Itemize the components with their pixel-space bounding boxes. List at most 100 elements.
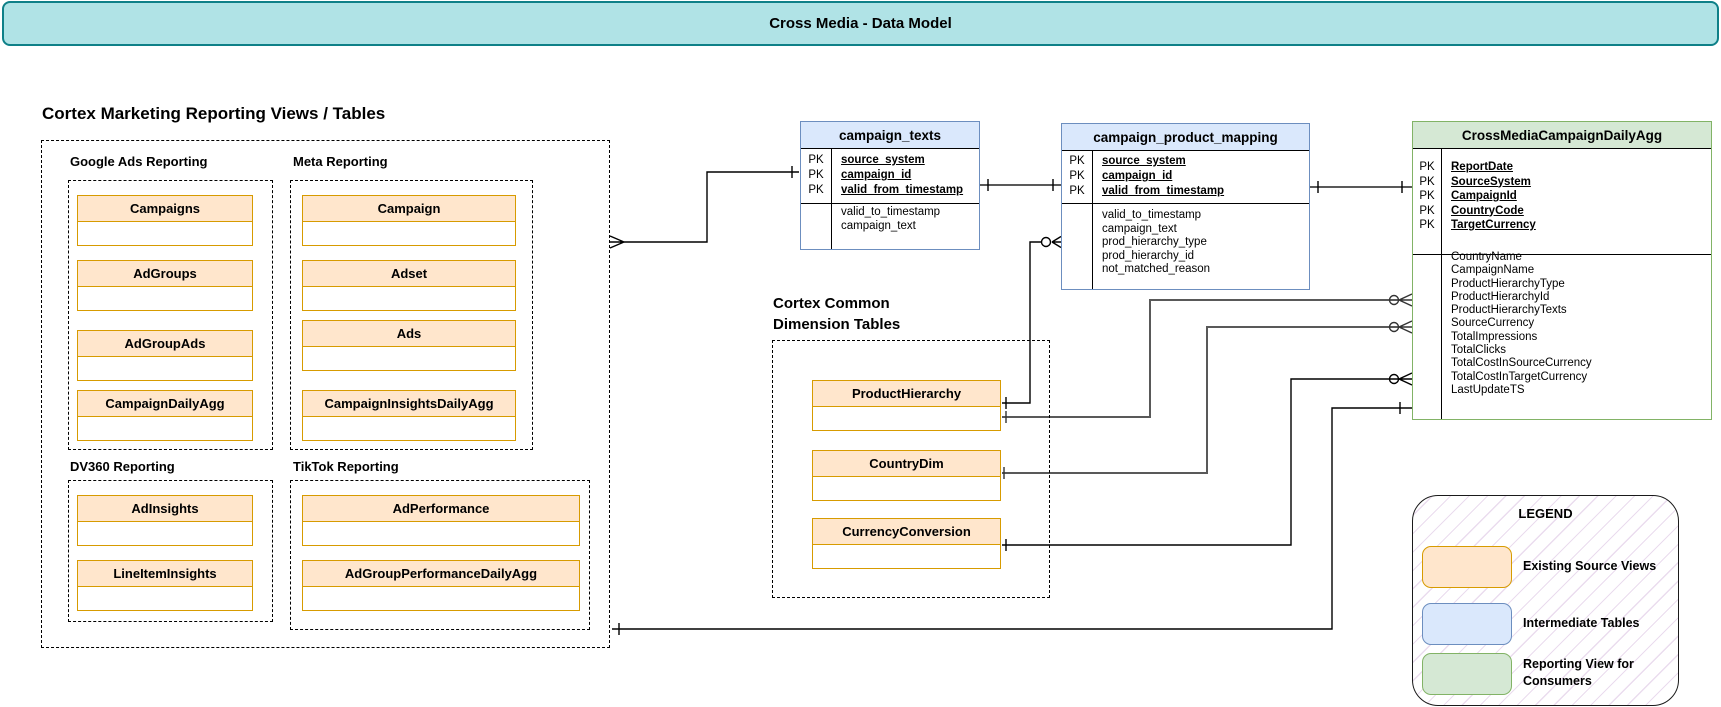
table-title: AdInsights	[78, 496, 252, 522]
table-body	[303, 587, 579, 610]
ticks-one-one-mapping-crossmedia	[1317, 181, 1403, 193]
table-adgroupads: AdGroupAds	[77, 330, 253, 381]
table-title: AdGroups	[78, 261, 252, 287]
edge-producthierarchy-to-crossmedia	[1002, 299, 1398, 418]
dimension-heading-line1: Cortex Common	[773, 295, 890, 312]
group-box-meta	[290, 180, 533, 450]
table-title: CampaignDailyAgg	[78, 391, 252, 417]
ticks-one-one-texts-mapping	[987, 179, 1054, 191]
table-currencyconversion: CurrencyConversion	[812, 518, 1001, 569]
group-label-dv360: DV360 Reporting	[70, 459, 175, 474]
field: valid_to_timestamp	[1102, 209, 1202, 221]
table-body	[78, 417, 252, 440]
table-title: CurrencyConversion	[813, 519, 1000, 545]
table-adinsights: AdInsights	[77, 495, 253, 546]
table-title: CountryDim	[813, 451, 1000, 477]
pk-field: source_system	[841, 154, 925, 166]
field: ProductHierarchyTexts	[1451, 304, 1567, 317]
legend-label-existing-source-views: Existing Source Views	[1523, 559, 1657, 573]
pk-column-divider	[1062, 151, 1093, 289]
pk-field: source_system	[1102, 155, 1186, 167]
group-box-tiktok	[290, 480, 590, 630]
table-body	[303, 417, 515, 440]
group-label-google-ads: Google Ads Reporting	[70, 154, 208, 169]
table-campaign: Campaign	[302, 195, 516, 246]
entity-title: campaign_texts	[801, 122, 979, 149]
pk-tag: PK	[1419, 190, 1435, 202]
table-title: Ads	[303, 321, 515, 347]
pk-tag: PK	[1069, 170, 1085, 182]
table-title: AdGroupPerformanceDailyAgg	[303, 561, 579, 587]
table-body	[303, 347, 515, 370]
table-title: LineItemInsights	[78, 561, 252, 587]
group-box-dv360	[68, 480, 273, 622]
pk-tag: PK	[1419, 161, 1435, 173]
dimension-section-box	[772, 340, 1050, 598]
table-title: Campaign	[303, 196, 515, 222]
table-body	[78, 287, 252, 310]
field: prod_hierarchy_id	[1102, 249, 1195, 262]
legend-swatch-intermediate-tables	[1422, 603, 1512, 645]
table-body	[813, 407, 1000, 430]
table-body	[813, 545, 1000, 568]
table-body	[78, 222, 252, 245]
table-body	[303, 287, 515, 310]
entity-title: CrossMediaCampaignDailyAgg	[1413, 122, 1711, 149]
table-title: Campaigns	[78, 196, 252, 222]
group-label-tiktok: TikTok Reporting	[293, 459, 399, 474]
legend-swatch-reporting-view	[1422, 653, 1512, 695]
field: CampaignName	[1451, 264, 1535, 277]
field: campaign_text	[1102, 222, 1177, 235]
field: campaign_text	[841, 219, 916, 232]
pk-tag: PK	[808, 184, 824, 196]
table-ads: Ads	[302, 320, 516, 371]
field: SourceCurrency	[1451, 317, 1535, 330]
pk-field: TargetCurrency	[1451, 219, 1536, 231]
group-label-meta: Meta Reporting	[293, 154, 388, 169]
table-adperformance: AdPerformance	[302, 495, 580, 546]
crowfoot-many-crossmedia-ph	[1398, 293, 1413, 307]
table-body	[303, 222, 515, 245]
table-body	[78, 587, 252, 610]
table-body	[813, 477, 1000, 500]
field: valid_to_timestamp	[841, 206, 941, 218]
pk-column-divider	[801, 149, 832, 249]
legend-title: LEGEND	[1518, 506, 1573, 521]
field: not_matched_reason	[1102, 263, 1211, 275]
diagram-title: Cross Media - Data Model	[769, 15, 952, 32]
pk-tag: PK	[1419, 175, 1435, 188]
field: TotalImpressions	[1451, 330, 1538, 343]
pk-tag: PK	[1069, 185, 1085, 197]
pk-tag: PK	[1419, 204, 1435, 217]
pk-field: valid_from_timestamp	[841, 184, 964, 196]
legend-box: LEGEND Existing Source Views Intermediat…	[1412, 495, 1679, 706]
edge-marketing-bottom-to-crossmedia	[612, 407, 1412, 630]
field: LastUpdateTS	[1451, 383, 1525, 396]
crowfoot-many-crossmedia-country	[1398, 320, 1413, 334]
table-body	[78, 522, 252, 545]
circle-zero-crossmedia-currency	[1388, 373, 1400, 385]
pk-field: SourceSystem	[1451, 175, 1531, 188]
pk-tag: PK	[1419, 219, 1435, 231]
group-box-google-ads	[68, 180, 273, 450]
crowfoot-many-crossmedia-currency	[1398, 372, 1413, 386]
pk-field: valid_from_timestamp	[1102, 185, 1225, 197]
table-title: ProductHierarchy	[813, 381, 1000, 407]
crowfoot-many-marketing	[609, 235, 625, 249]
table-adgroupperformancedailyagg: AdGroupPerformanceDailyAgg	[302, 560, 580, 611]
edge-currencyconversion-to-crossmedia	[1002, 378, 1399, 546]
legend-label-intermediate-tables: Intermediate Tables	[1523, 616, 1640, 630]
field: ProductHierarchyType	[1451, 277, 1565, 290]
edge-countrydim-to-crossmedia	[1002, 326, 1398, 474]
table-body	[78, 357, 252, 380]
entity-title: campaign_product_mapping	[1062, 124, 1309, 151]
circle-zero-crossmedia-country	[1388, 321, 1400, 333]
field-section: CountryName CampaignName ProductHierarch…	[1413, 243, 1711, 419]
table-body	[303, 522, 579, 545]
